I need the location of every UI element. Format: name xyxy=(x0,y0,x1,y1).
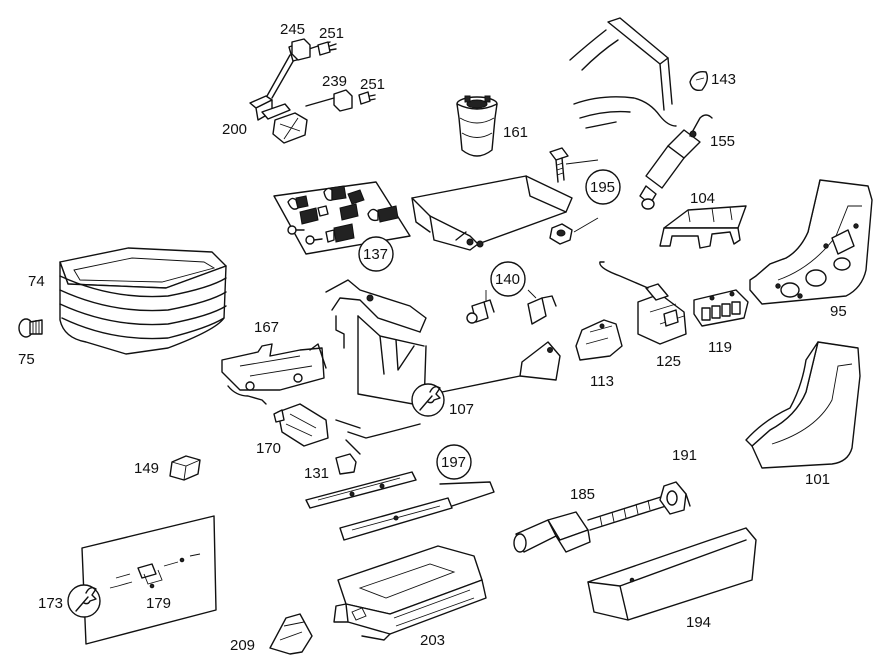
part-143-knob[interactable] xyxy=(689,71,709,92)
label-167: 167 xyxy=(254,319,279,336)
label-161: 161 xyxy=(503,124,528,141)
part-137-clip-set[interactable] xyxy=(273,181,411,255)
label-74: 74 xyxy=(28,273,45,290)
callout-circle-195 xyxy=(585,169,621,205)
part-209-clamp[interactable] xyxy=(269,613,313,655)
label-104: 104 xyxy=(690,190,715,207)
part-197-rail-lower[interactable] xyxy=(339,497,453,541)
part-239[interactable] xyxy=(305,89,353,112)
part-203-base-frame[interactable] xyxy=(333,545,487,641)
part-173-panel[interactable] xyxy=(81,515,217,645)
part-104[interactable] xyxy=(659,205,747,249)
label-170: 170 xyxy=(256,440,281,457)
part-149-block[interactable] xyxy=(169,455,201,481)
part-140-clip-left[interactable] xyxy=(466,299,495,324)
label-75: 75 xyxy=(18,351,35,368)
callout-circle-140 xyxy=(490,261,526,297)
label-143: 143 xyxy=(711,71,736,88)
label-155: 155 xyxy=(710,133,735,150)
part-200-linkage[interactable] xyxy=(249,41,331,144)
label-209: 209 xyxy=(230,637,255,654)
part-195-nut[interactable] xyxy=(549,223,573,245)
callout-circle-197 xyxy=(436,444,472,480)
label-125: 125 xyxy=(656,353,681,370)
label-137: 137 xyxy=(363,246,388,263)
callout-circle-137 xyxy=(358,236,394,272)
part-140-clip-right[interactable] xyxy=(527,295,557,325)
label-195: 195 xyxy=(590,179,615,196)
part-185-motor-spindle[interactable] xyxy=(513,495,667,553)
part-195-bracket[interactable] xyxy=(411,175,573,251)
part-backrest-frame[interactable] xyxy=(569,17,677,129)
label-185: 185 xyxy=(570,486,595,503)
label-173: 173 xyxy=(38,595,63,612)
part-119-switch-block[interactable] xyxy=(693,289,749,327)
label-95: 95 xyxy=(830,303,847,320)
part-170[interactable] xyxy=(273,403,329,447)
label-245: 245 xyxy=(280,21,305,38)
part-101-side-cover[interactable] xyxy=(745,341,861,469)
label-179: 179 xyxy=(146,595,171,612)
part-107-seat-frame[interactable] xyxy=(325,279,561,407)
label-239: 239 xyxy=(322,73,347,90)
label-251-upper: 251 xyxy=(319,25,344,42)
part-161-cup[interactable] xyxy=(456,95,498,157)
part-113[interactable] xyxy=(575,319,623,361)
part-251-upper[interactable] xyxy=(317,41,337,56)
label-140: 140 xyxy=(495,271,520,288)
part-74-bellows[interactable] xyxy=(59,247,227,355)
label-131: 131 xyxy=(304,465,329,482)
label-203: 203 xyxy=(420,632,445,649)
label-119: 119 xyxy=(708,339,732,356)
label-191: 191 xyxy=(672,447,697,464)
part-194-cover[interactable] xyxy=(587,527,757,621)
part-131[interactable] xyxy=(335,419,421,475)
part-245[interactable] xyxy=(291,38,311,61)
part-191-bracket[interactable] xyxy=(659,481,691,515)
wrench-icon-107 xyxy=(411,383,445,417)
part-179-components[interactable] xyxy=(109,553,201,589)
label-251-lower: 251 xyxy=(360,76,385,93)
part-167-mechanism[interactable] xyxy=(221,343,327,405)
part-251-lower[interactable] xyxy=(358,91,376,105)
part-197-rail-upper[interactable] xyxy=(305,471,417,509)
part-155-gas-spring[interactable] xyxy=(639,114,713,210)
part-95-side-shell[interactable] xyxy=(749,179,873,305)
part-195-bolt[interactable] xyxy=(549,147,569,183)
label-113: 113 xyxy=(590,373,614,390)
label-194: 194 xyxy=(686,614,711,631)
label-200: 200 xyxy=(222,121,247,138)
label-101: 101 xyxy=(805,471,830,488)
label-197: 197 xyxy=(441,454,466,471)
part-75-screw[interactable] xyxy=(18,318,43,338)
part-125-switch[interactable] xyxy=(599,261,687,345)
wrench-icon-173 xyxy=(67,584,101,618)
label-149: 149 xyxy=(134,460,159,477)
label-107: 107 xyxy=(449,401,474,418)
